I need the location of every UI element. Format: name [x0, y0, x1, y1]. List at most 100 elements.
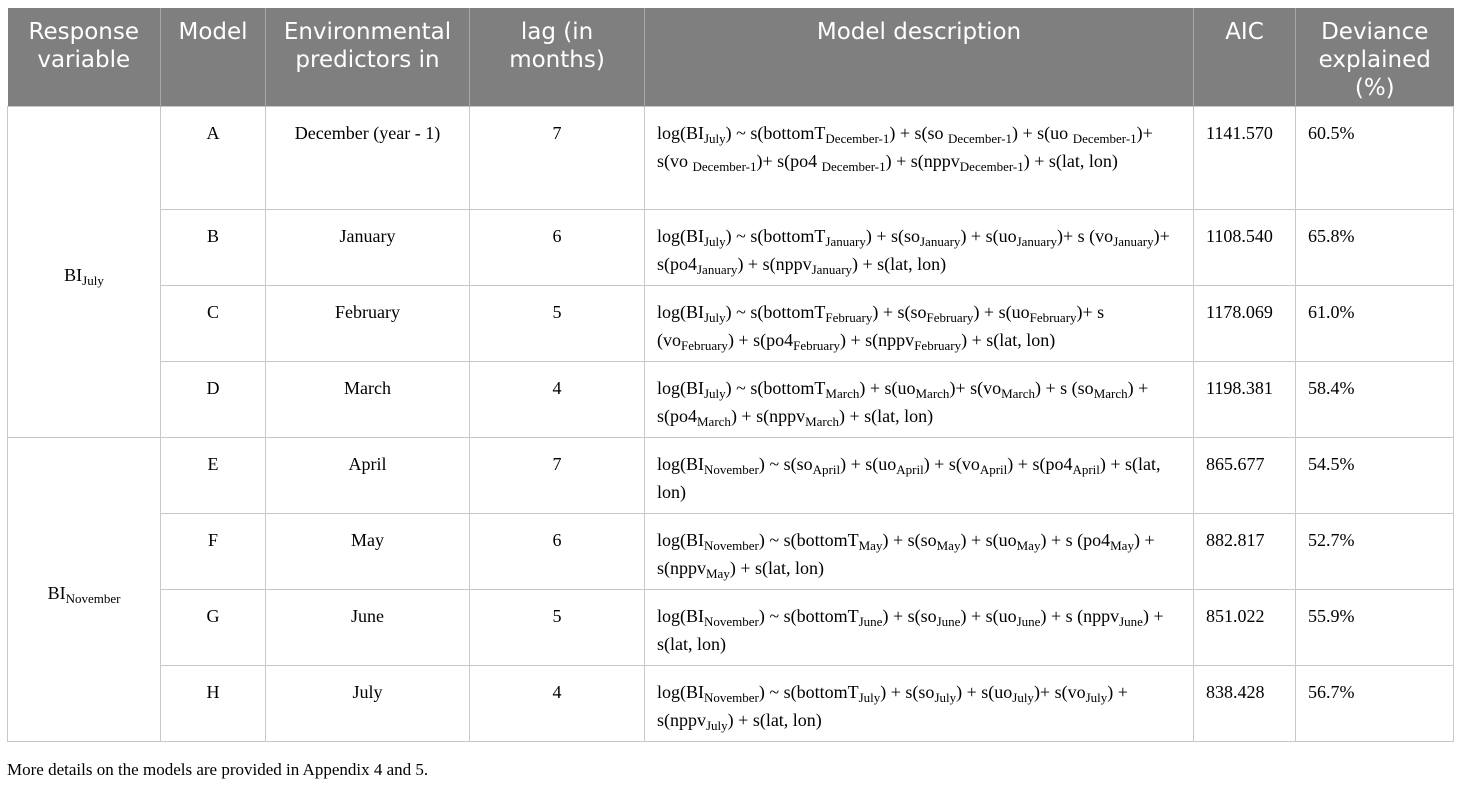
formula-subscript: November [704, 614, 759, 629]
formula-subscript: June [1016, 614, 1041, 629]
deviance-cell: 61.0% [1295, 285, 1454, 362]
formula-text: ) + s(po4 [657, 378, 1149, 426]
formula-subscript: March [805, 414, 840, 429]
formula-text: log(BI [657, 530, 704, 550]
formula-subscript: January [1113, 234, 1154, 249]
model-description-cell: log(BIJuly) ~ s(bottomTDecember-1) + s(s… [644, 106, 1194, 210]
header-lag: lag (in months) [469, 8, 645, 107]
formula-subscript: July [858, 690, 881, 705]
formula-subscript: February [926, 310, 974, 325]
formula-subscript: April [1072, 462, 1100, 477]
formula-subscript: June [1119, 614, 1143, 629]
header-aic: AIC [1193, 8, 1296, 107]
formula-subscript: April [979, 462, 1008, 477]
model-description-cell: log(BINovember) ~ s(bottomTJune) + s(soJ… [644, 589, 1194, 666]
formula-text: ) + s (nppv [1040, 606, 1120, 626]
formula-subscript: January [1016, 234, 1058, 249]
aic-cell: 838.428 [1193, 665, 1296, 742]
formula-subscript: March [825, 386, 860, 401]
predictor-month-cell: July [265, 665, 470, 742]
formula-subscript: April [896, 462, 924, 477]
formula-subscript: February [825, 310, 873, 325]
formula-subscript: July [1085, 690, 1108, 705]
formula-subscript: June [936, 614, 961, 629]
formula-text: ) + s(uo [956, 682, 1013, 702]
formula-subscript: July [706, 718, 728, 733]
header-deviance-explained: Deviance explained (%) [1295, 8, 1454, 107]
formula-subscript: January [811, 262, 853, 277]
formula-text: ) + s(nppv [657, 682, 1128, 730]
formula-text: ) ~ s(bottomT [725, 226, 826, 246]
formula-subscript: November [704, 462, 759, 477]
formula-text: ) + s(uo [973, 302, 1030, 322]
formula-text: ) + s(so [882, 606, 937, 626]
formula-subscript: December-1 [959, 159, 1024, 174]
predictor-month-cell: January [265, 209, 470, 286]
formula-text: log(BI [657, 123, 704, 143]
aic-cell: 1198.381 [1193, 361, 1296, 438]
footnote: More details on the models are provided … [7, 760, 429, 779]
formula-subscript: March [915, 386, 950, 401]
header-model: Model [160, 8, 266, 107]
formula-text: ) + s(lat, lon) [729, 558, 824, 578]
lag-cell: 4 [469, 361, 645, 438]
formula-text: ) ~ s(bottomT [758, 606, 859, 626]
model-description-cell: log(BIJuly) ~ s(bottomTJanuary) + s(soJa… [644, 209, 1194, 286]
model-description-cell: log(BINovember) ~ s(bottomTJuly) + s(soJ… [644, 665, 1194, 742]
formula-subscript: May [858, 538, 883, 553]
aic-cell: 851.022 [1193, 589, 1296, 666]
formula-subscript: February [793, 338, 841, 353]
model-cell: H [160, 665, 266, 742]
formula-text: ) + s(nppv [737, 254, 812, 274]
response-variable-cell: BINovember [7, 437, 161, 742]
formula-text: ) ~ s(bottomT [725, 302, 826, 322]
table-container: Response variable Model Environmental pr… [7, 8, 1454, 742]
formula-subscript: December-1 [825, 131, 890, 146]
formula-text: ) + s(so [889, 123, 949, 143]
model-description-cell: log(BIJuly) ~ s(bottomTFebruary) + s(soF… [644, 285, 1194, 362]
formula-text: ) + s(vo [923, 454, 980, 474]
formula-text: ) + s(lat, lon) [657, 454, 1161, 502]
formula-text: log(BI [657, 378, 704, 398]
header-row: Response variable Model Environmental pr… [7, 8, 1454, 107]
formula-subscript: July [704, 131, 726, 146]
header-model-description: Model description [644, 8, 1194, 107]
predictor-month-cell: December (year - 1) [265, 106, 470, 210]
response-variable-subscript: July [82, 273, 104, 288]
predictor-month-cell: March [265, 361, 470, 438]
model-cell: D [160, 361, 266, 438]
formula-text: ) + s(lat, lon) [852, 254, 947, 274]
model-description-cell: log(BINovember) ~ s(soApril) + s(uoApril… [644, 437, 1194, 514]
formula-text: ) + s(nppv [885, 151, 960, 171]
formula-text: log(BI [657, 226, 704, 246]
formula-subscript: July [1012, 690, 1034, 705]
model-description-cell: log(BINovember) ~ s(bottomTMay) + s(soMa… [644, 513, 1194, 590]
formula-text: ) ~ s(bottomT [725, 378, 826, 398]
formula-subscript: July [704, 234, 726, 249]
formula-subscript: March [1001, 386, 1036, 401]
formula-text: ) + s(nppv [730, 406, 806, 426]
formula-subscript: May [936, 538, 961, 553]
formula-subscript: November [704, 690, 759, 705]
deviance-cell: 60.5% [1295, 106, 1454, 210]
model-cell: A [160, 106, 266, 210]
formula-subscript: January [697, 262, 738, 277]
predictor-month-cell: June [265, 589, 470, 666]
formula-subscript: May [1016, 538, 1041, 553]
formula-text: ) + s(uo [859, 378, 916, 398]
deviance-cell: 55.9% [1295, 589, 1454, 666]
aic-cell: 865.677 [1193, 437, 1296, 514]
lag-cell: 6 [469, 513, 645, 590]
formula-subscript: March [697, 414, 731, 429]
formula-subscript: June [858, 614, 883, 629]
formula-text: log(BI [657, 302, 704, 322]
formula-subscript: February [914, 338, 962, 353]
deviance-cell: 54.5% [1295, 437, 1454, 514]
